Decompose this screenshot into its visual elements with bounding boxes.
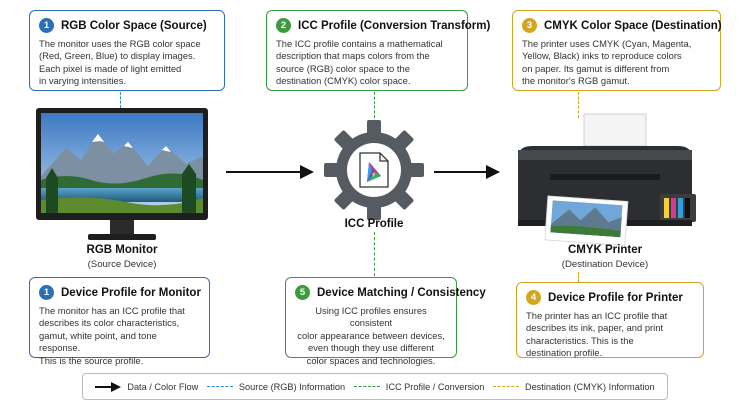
- monitor-profile-box: 1 Device Profile for Monitor The monitor…: [29, 277, 210, 366]
- monitor-profile-description: The monitor has an ICC profile that desc…: [39, 305, 185, 366]
- device-matching-heading: Device Matching / Consistency: [317, 286, 486, 299]
- legend-label: Data / Color Flow: [127, 381, 199, 392]
- printer-title: CMYK Printer: [567, 244, 643, 256]
- legend-item-flow: Data / Color Flow: [95, 381, 199, 392]
- legend-label: Source (RGB) Information: [238, 381, 346, 392]
- legend: Data / Color Flow Source (RGB) Informati…: [82, 373, 668, 400]
- step-badge: 3: [522, 18, 537, 33]
- icc-profile-description: The ICC profile contains a mathematical …: [276, 38, 443, 87]
- legend-label: Destination (CMYK) Information: [524, 381, 655, 392]
- printer-profile-title: 4 Device Profile for Printer: [526, 290, 694, 305]
- cmyk-color-space-title: 3 CMYK Color Space (Destination): [522, 18, 722, 33]
- printer-profile-description: The printer has an ICC profile that desc…: [526, 310, 668, 359]
- legend-swatch: [206, 386, 233, 387]
- rgb-color-space-description: The monitor uses the RGB color space (Re…: [39, 38, 201, 87]
- device-matching-title: 5 Device Matching / Consistency: [295, 285, 486, 300]
- icc-label: ICC Profile: [324, 218, 424, 230]
- legend-swatch: [353, 386, 380, 387]
- source-connector-top: [120, 92, 121, 108]
- printer-profile-box: 4 Device Profile for Printer The printer…: [516, 282, 704, 358]
- step-badge: 4: [526, 290, 541, 305]
- legend-item-source: Source (RGB) Information: [206, 381, 346, 392]
- icc-document-icon: [359, 152, 389, 188]
- step-badge: 1: [39, 18, 54, 33]
- legend-item-destination: Destination (CMYK) Information: [492, 381, 655, 392]
- destination-connector-bottom: [578, 272, 579, 282]
- monitor-label: RGB Monitor (Source Device): [36, 244, 208, 270]
- icc-connector-top: [374, 92, 375, 118]
- printer-profile-heading: Device Profile for Printer: [548, 291, 683, 304]
- step-badge: 2: [276, 18, 291, 33]
- monitor-profile-heading: Device Profile for Monitor: [61, 286, 201, 299]
- rgb-color-space-box: 1 RGB Color Space (Source) The monitor u…: [29, 10, 225, 91]
- printer-label: CMYK Printer (Destination Device): [510, 244, 700, 270]
- monitor-profile-title: 1 Device Profile for Monitor: [39, 285, 201, 300]
- cmyk-color-space-description: The printer uses CMYK (Cyan, Magenta, Ye…: [522, 38, 692, 87]
- icc-connector-bottom: [374, 232, 375, 276]
- printer-subtitle: (Destination Device): [561, 259, 649, 270]
- icc-profile-box: 2 ICC Profile (Conversion Transform) The…: [266, 10, 490, 91]
- icc-profile-title: 2 ICC Profile (Conversion Transform): [276, 18, 490, 33]
- icc-title: ICC Profile: [344, 218, 404, 230]
- cmyk-color-space-box: 3 CMYK Color Space (Destination) The pri…: [512, 10, 722, 91]
- device-matching-description: Using ICC profiles ensures consistent co…: [297, 305, 445, 366]
- arrow-right-icon: [434, 165, 500, 179]
- arrow-right-icon: [226, 165, 314, 179]
- arrow-right-icon: [95, 381, 122, 392]
- rgb-color-space-title: 1 RGB Color Space (Source): [39, 18, 215, 33]
- printer-icon: [518, 113, 696, 247]
- rgb-color-space-heading: RGB Color Space (Source): [61, 19, 207, 32]
- device-matching-box: 5 Device Matching / Consistency Using IC…: [285, 277, 486, 366]
- step-badge: 5: [295, 285, 310, 300]
- monitor-title: RGB Monitor: [86, 244, 158, 256]
- monitor-icon: [36, 108, 208, 240]
- step-badge: 1: [39, 285, 54, 300]
- monitor-subtitle: (Source Device): [87, 259, 157, 270]
- destination-connector-top: [578, 92, 579, 118]
- legend-item-icc: ICC Profile / Conversion: [353, 381, 485, 392]
- icc-profile-heading: ICC Profile (Conversion Transform): [298, 19, 491, 32]
- legend-swatch: [492, 386, 519, 387]
- cmyk-color-space-heading: CMYK Color Space (Destination): [544, 19, 722, 32]
- legend-label: ICC Profile / Conversion: [385, 381, 485, 392]
